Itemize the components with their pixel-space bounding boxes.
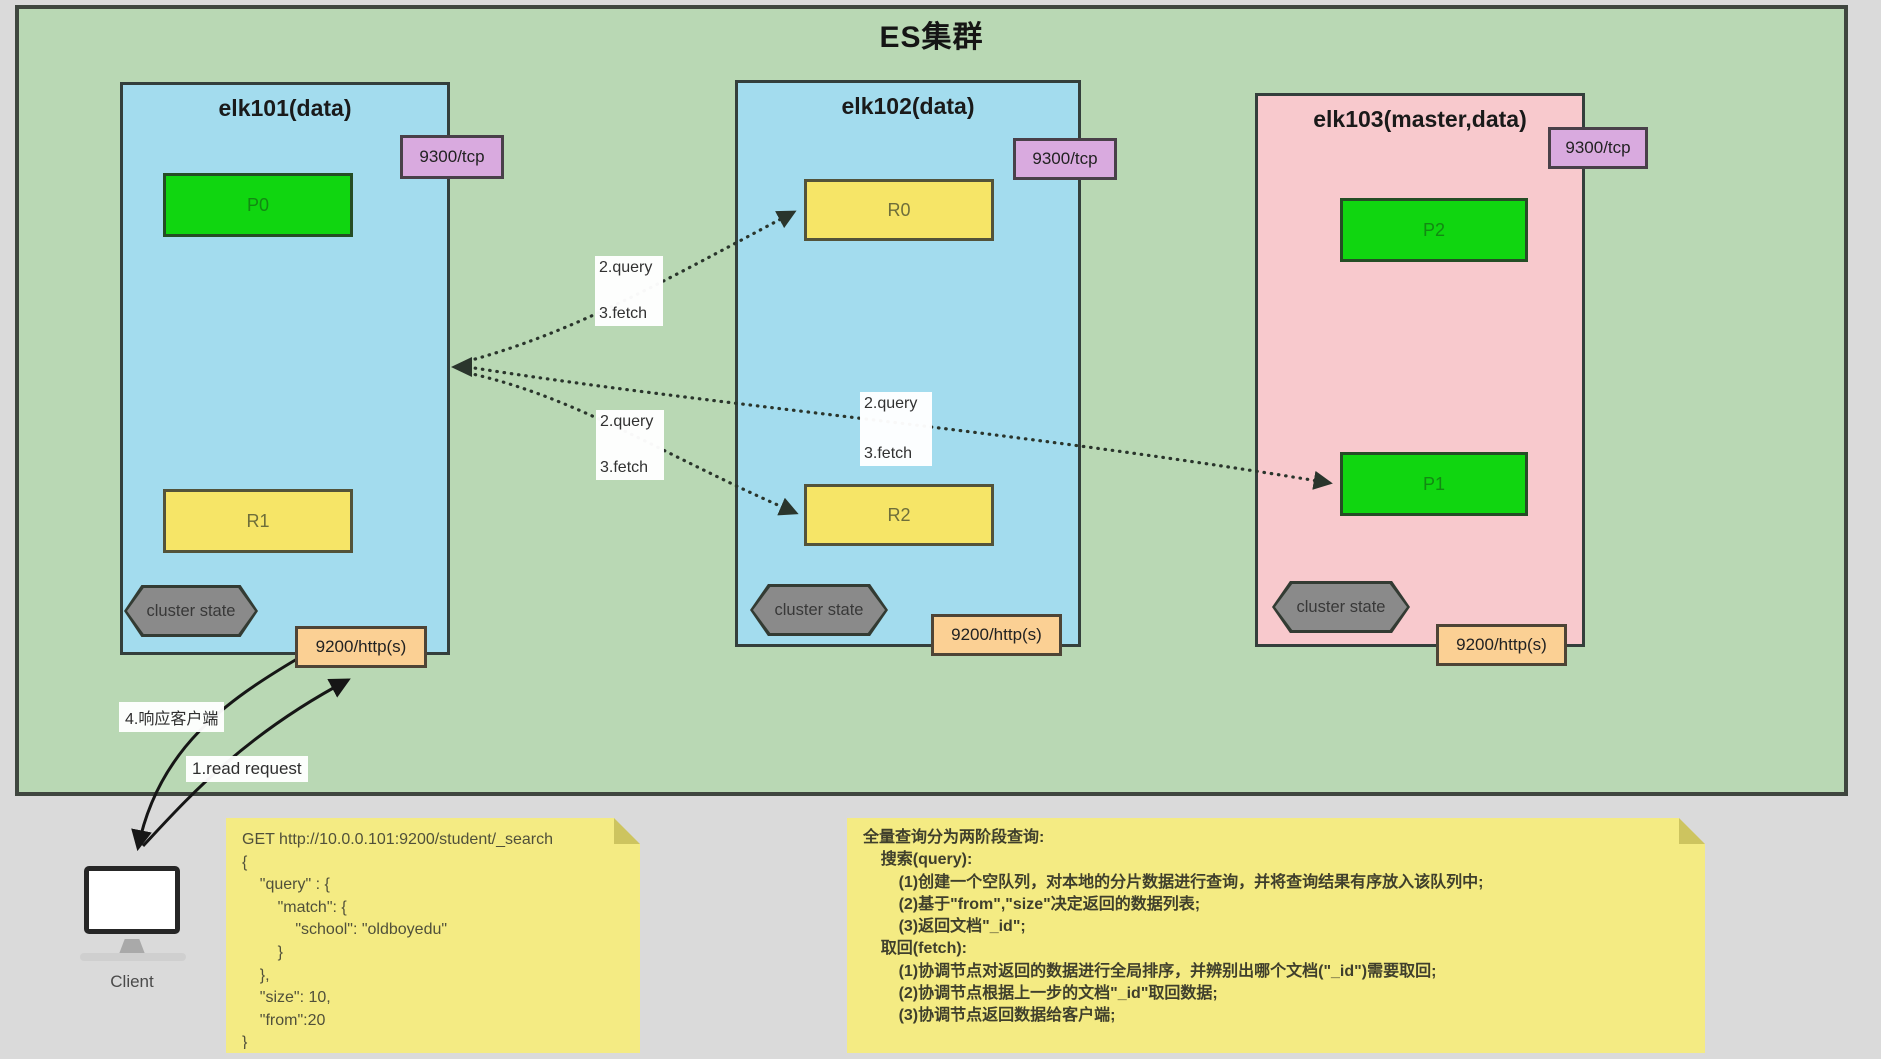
read-request-label: 1.read request xyxy=(186,756,308,782)
shard-r0: R0 xyxy=(804,179,994,241)
explanation-line: 全量查询分为两阶段查询: xyxy=(863,829,1045,846)
explanation-line: (3)返回文档"_id"; xyxy=(863,918,1026,936)
elk103-http-port-label: 9200/http(s) xyxy=(1436,624,1567,666)
request-note: GET http://10.0.0.101:9200/student/_sear… xyxy=(226,818,640,1053)
elk101-http-port-label: 9200/http(s) xyxy=(295,626,427,668)
elk101-cluster-state: cluster state xyxy=(124,585,258,637)
request-line: "from":20 xyxy=(242,1011,326,1029)
explanation-line: 取回(fetch): xyxy=(863,940,967,958)
shard-r1: R1 xyxy=(163,489,353,553)
explanation-line: (2)基于"from","size"决定返回的数据列表; xyxy=(863,895,1201,913)
query-step-label: 2.query xyxy=(600,413,654,430)
request-line: } xyxy=(242,943,283,961)
node-elk103: elk103(master,data) xyxy=(1255,93,1585,647)
client-label: Client xyxy=(110,972,154,991)
explanation-note: 全量查询分为两阶段查询: 搜索(query): (1)创建一个空队列，对本地的分… xyxy=(847,818,1705,1053)
shard-p2: P2 xyxy=(1340,198,1528,262)
request-line: }, xyxy=(242,966,270,984)
node-elk102-title: elk102(data) xyxy=(841,93,975,119)
explanation-line: (2)协调节点根据上一步的文档"_id"取回数据; xyxy=(863,985,1218,1003)
elk103-cluster-state: cluster state xyxy=(1272,581,1410,633)
request-line: GET http://10.0.0.101:9200/student/_sear… xyxy=(242,831,554,848)
request-line: } xyxy=(242,1034,248,1049)
request-line: "size": 10, xyxy=(242,989,331,1007)
response-client-label: 4.响应客户端 xyxy=(119,702,225,732)
client-keyboard-icon xyxy=(80,953,186,961)
query-step-label: 2.query xyxy=(599,259,653,276)
explanation-line: (1)创建一个空队列，对本地的分片数据进行查询，并将查询结果有序放入该队列中; xyxy=(863,873,1484,891)
request-line: "school": "oldboyedu" xyxy=(242,921,448,939)
client-monitor-stand xyxy=(119,939,145,954)
shard-p1: P1 xyxy=(1340,452,1528,516)
query-fetch-label-1: 2.query 3.fetch xyxy=(595,256,663,326)
client-monitor-icon xyxy=(84,866,180,934)
node-elk101-title: elk101(data) xyxy=(218,95,352,121)
fetch-step-label: 3.fetch xyxy=(599,304,648,322)
explanation-line: (3)协调节点返回数据给客户端; xyxy=(863,1007,1116,1025)
query-fetch-label-3: 2.query 3.fetch xyxy=(860,392,932,466)
elk102-tcp-port-label: 9300/tcp xyxy=(1013,138,1117,180)
elk102-cluster-state: cluster state xyxy=(750,584,888,636)
elk101-tcp-port-label: 9300/tcp xyxy=(400,135,504,179)
query-step-label: 2.query xyxy=(864,395,918,412)
elk102-http-port-label: 9200/http(s) xyxy=(931,614,1062,656)
fetch-step-label: 3.fetch xyxy=(864,444,913,462)
query-fetch-label-2: 2.query 3.fetch xyxy=(596,410,664,480)
request-line: "match": { xyxy=(242,898,347,916)
request-line: { xyxy=(242,853,248,871)
cluster-title: ES集群 xyxy=(879,21,984,54)
request-line: "query" : { xyxy=(242,876,330,894)
elk103-tcp-port-label: 9300/tcp xyxy=(1548,127,1648,169)
shard-p0: P0 xyxy=(163,173,353,237)
node-elk103-title: elk103(master,data) xyxy=(1313,106,1527,132)
fetch-step-label: 3.fetch xyxy=(600,458,649,476)
explanation-line: (1)协调节点对返回的数据进行全局排序，并辨别出哪个文档("_id")需要取回; xyxy=(863,962,1437,980)
shard-r2: R2 xyxy=(804,484,994,546)
explanation-line: 搜索(query): xyxy=(863,851,973,869)
